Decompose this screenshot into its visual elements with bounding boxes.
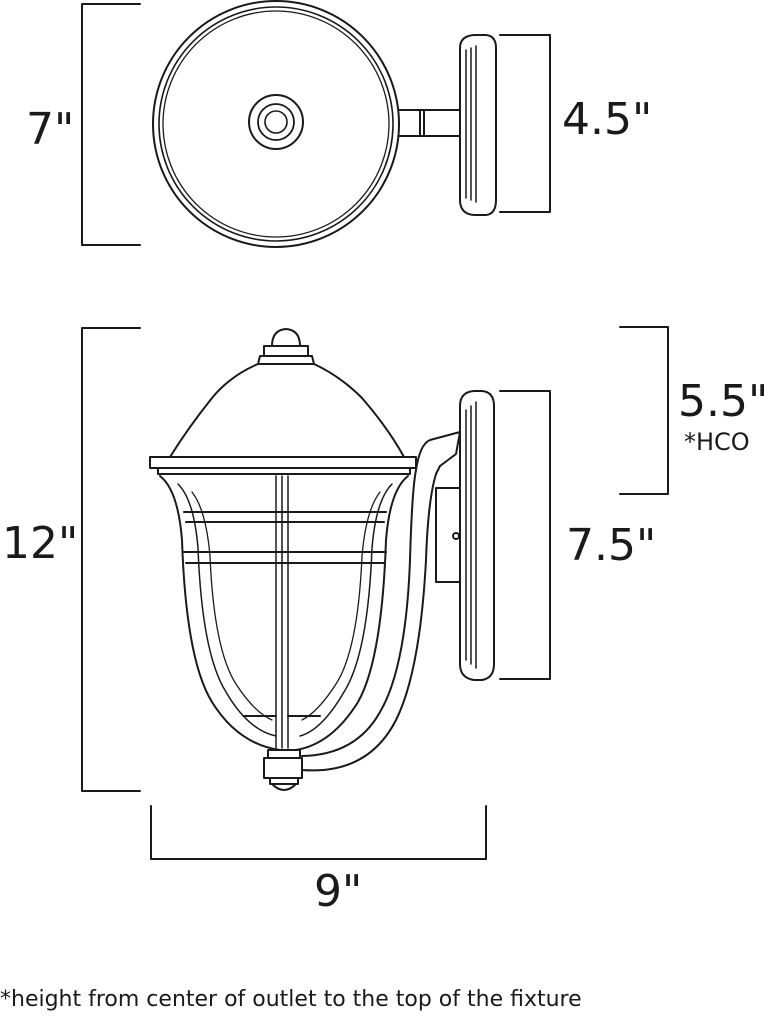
footnote: *height from center of outlet to the top… xyxy=(0,987,582,1012)
top-depth-bracket xyxy=(499,34,551,213)
top-backplate xyxy=(459,34,497,216)
outlet-note: *HCO xyxy=(684,428,750,456)
height-label: 12" xyxy=(2,518,78,569)
height-bracket xyxy=(81,327,141,792)
outlet-label: 5.5" xyxy=(678,376,764,427)
side-backplate xyxy=(459,390,495,681)
lantern-cap xyxy=(149,363,417,475)
bottom-finial xyxy=(263,749,303,791)
top-depth-label: 4.5" xyxy=(562,94,652,145)
backplate-label: 7.5" xyxy=(566,520,656,571)
width-bracket xyxy=(150,805,487,860)
backplate-bracket xyxy=(499,390,551,680)
side-view: 12" xyxy=(2,326,764,917)
top-arm xyxy=(398,109,461,137)
outlet-bracket xyxy=(619,326,669,495)
top-shade-disk xyxy=(152,0,400,248)
lantern-cage xyxy=(159,475,409,751)
top-width-label: 7" xyxy=(26,104,74,155)
top-width-bracket xyxy=(81,3,141,246)
top-view: 7" 4.5" xyxy=(26,0,652,248)
width-label: 9" xyxy=(314,866,362,917)
lantern-arm xyxy=(301,431,461,772)
finial xyxy=(257,328,315,365)
